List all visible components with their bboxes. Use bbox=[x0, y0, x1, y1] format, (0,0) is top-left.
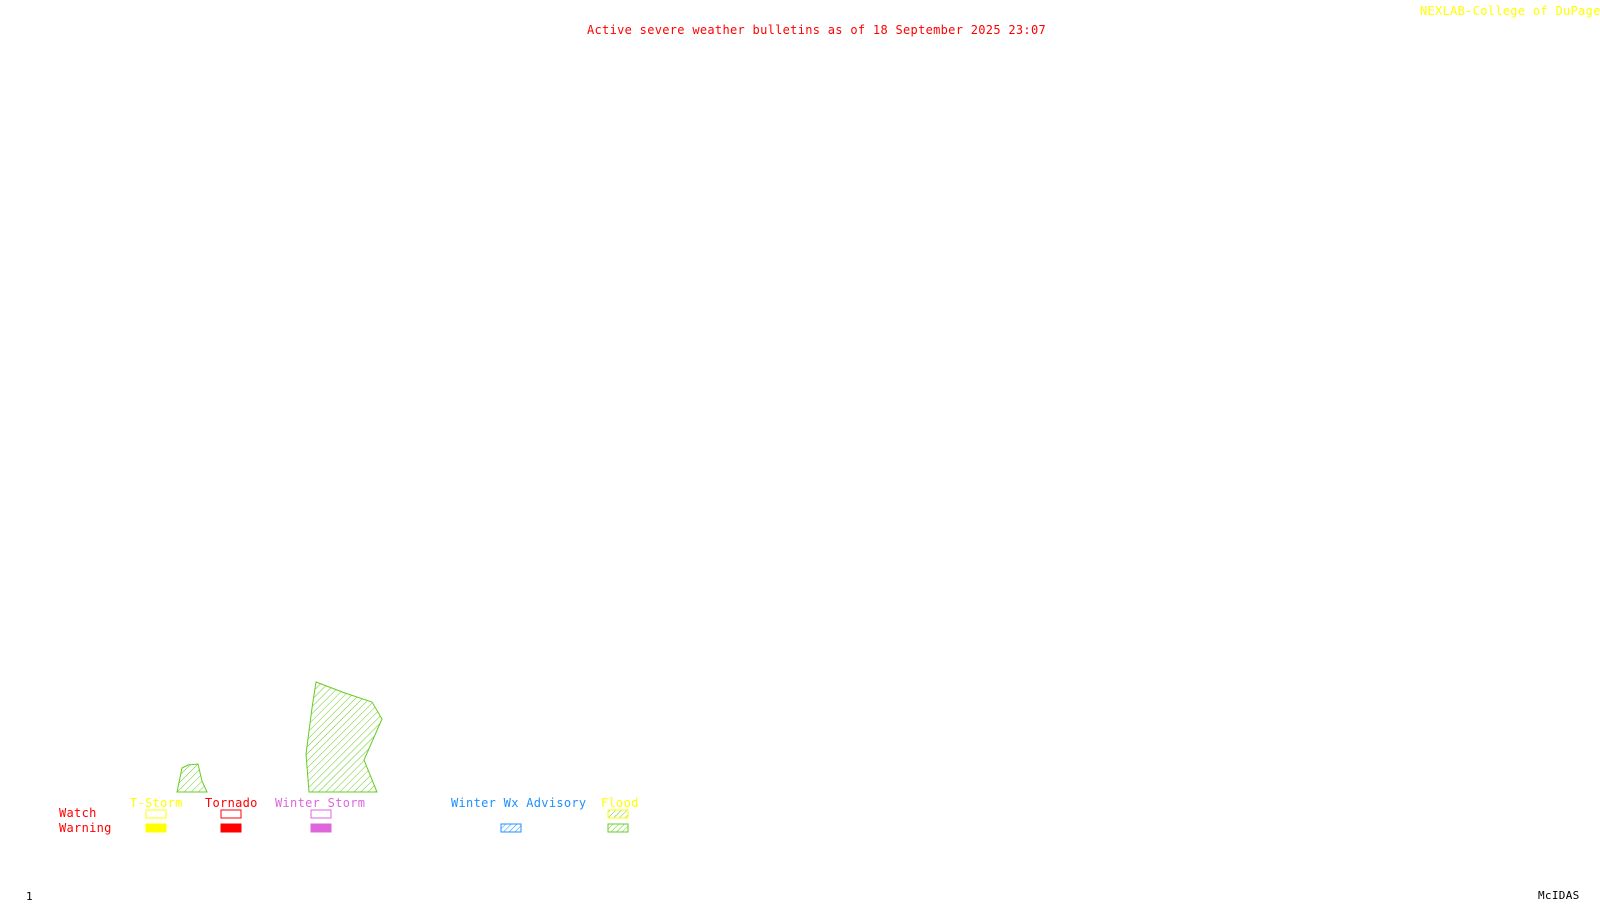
legend-header-tornado: Tornado bbox=[205, 796, 258, 810]
winter-storm-watch-swatch bbox=[310, 809, 332, 819]
flood-warning-swatch bbox=[607, 823, 629, 833]
legend-row-warning: Warning bbox=[59, 821, 112, 835]
legend-row-watch: Watch bbox=[59, 806, 97, 820]
winter-wx-advisory-swatch bbox=[500, 823, 522, 833]
legend-header-winter-wx-advisory: Winter Wx Advisory bbox=[451, 796, 587, 810]
legend-header-winter-storm: Winter Storm bbox=[275, 796, 366, 810]
tstorm-warning-swatch bbox=[145, 823, 167, 833]
tornado-watch-swatch bbox=[220, 809, 242, 819]
page-title: Active severe weather bulletins as of 18… bbox=[587, 23, 1047, 37]
flood-watch-swatch bbox=[607, 809, 629, 819]
tstorm-watch-swatch bbox=[145, 809, 167, 819]
software-label: McIDAS bbox=[1538, 889, 1580, 902]
winter-storm-warning-swatch bbox=[310, 823, 332, 833]
credit-label: NEXLAB-College of DuPage R bbox=[1420, 4, 1600, 18]
small-flood-polygon bbox=[176, 763, 208, 793]
legend-header-flood: Flood bbox=[601, 796, 639, 810]
frame-number: 1 bbox=[26, 890, 33, 903]
legend-header-tstorm: T-Storm bbox=[130, 796, 183, 810]
large-flood-polygon bbox=[305, 681, 383, 793]
tornado-warning-swatch bbox=[220, 823, 242, 833]
